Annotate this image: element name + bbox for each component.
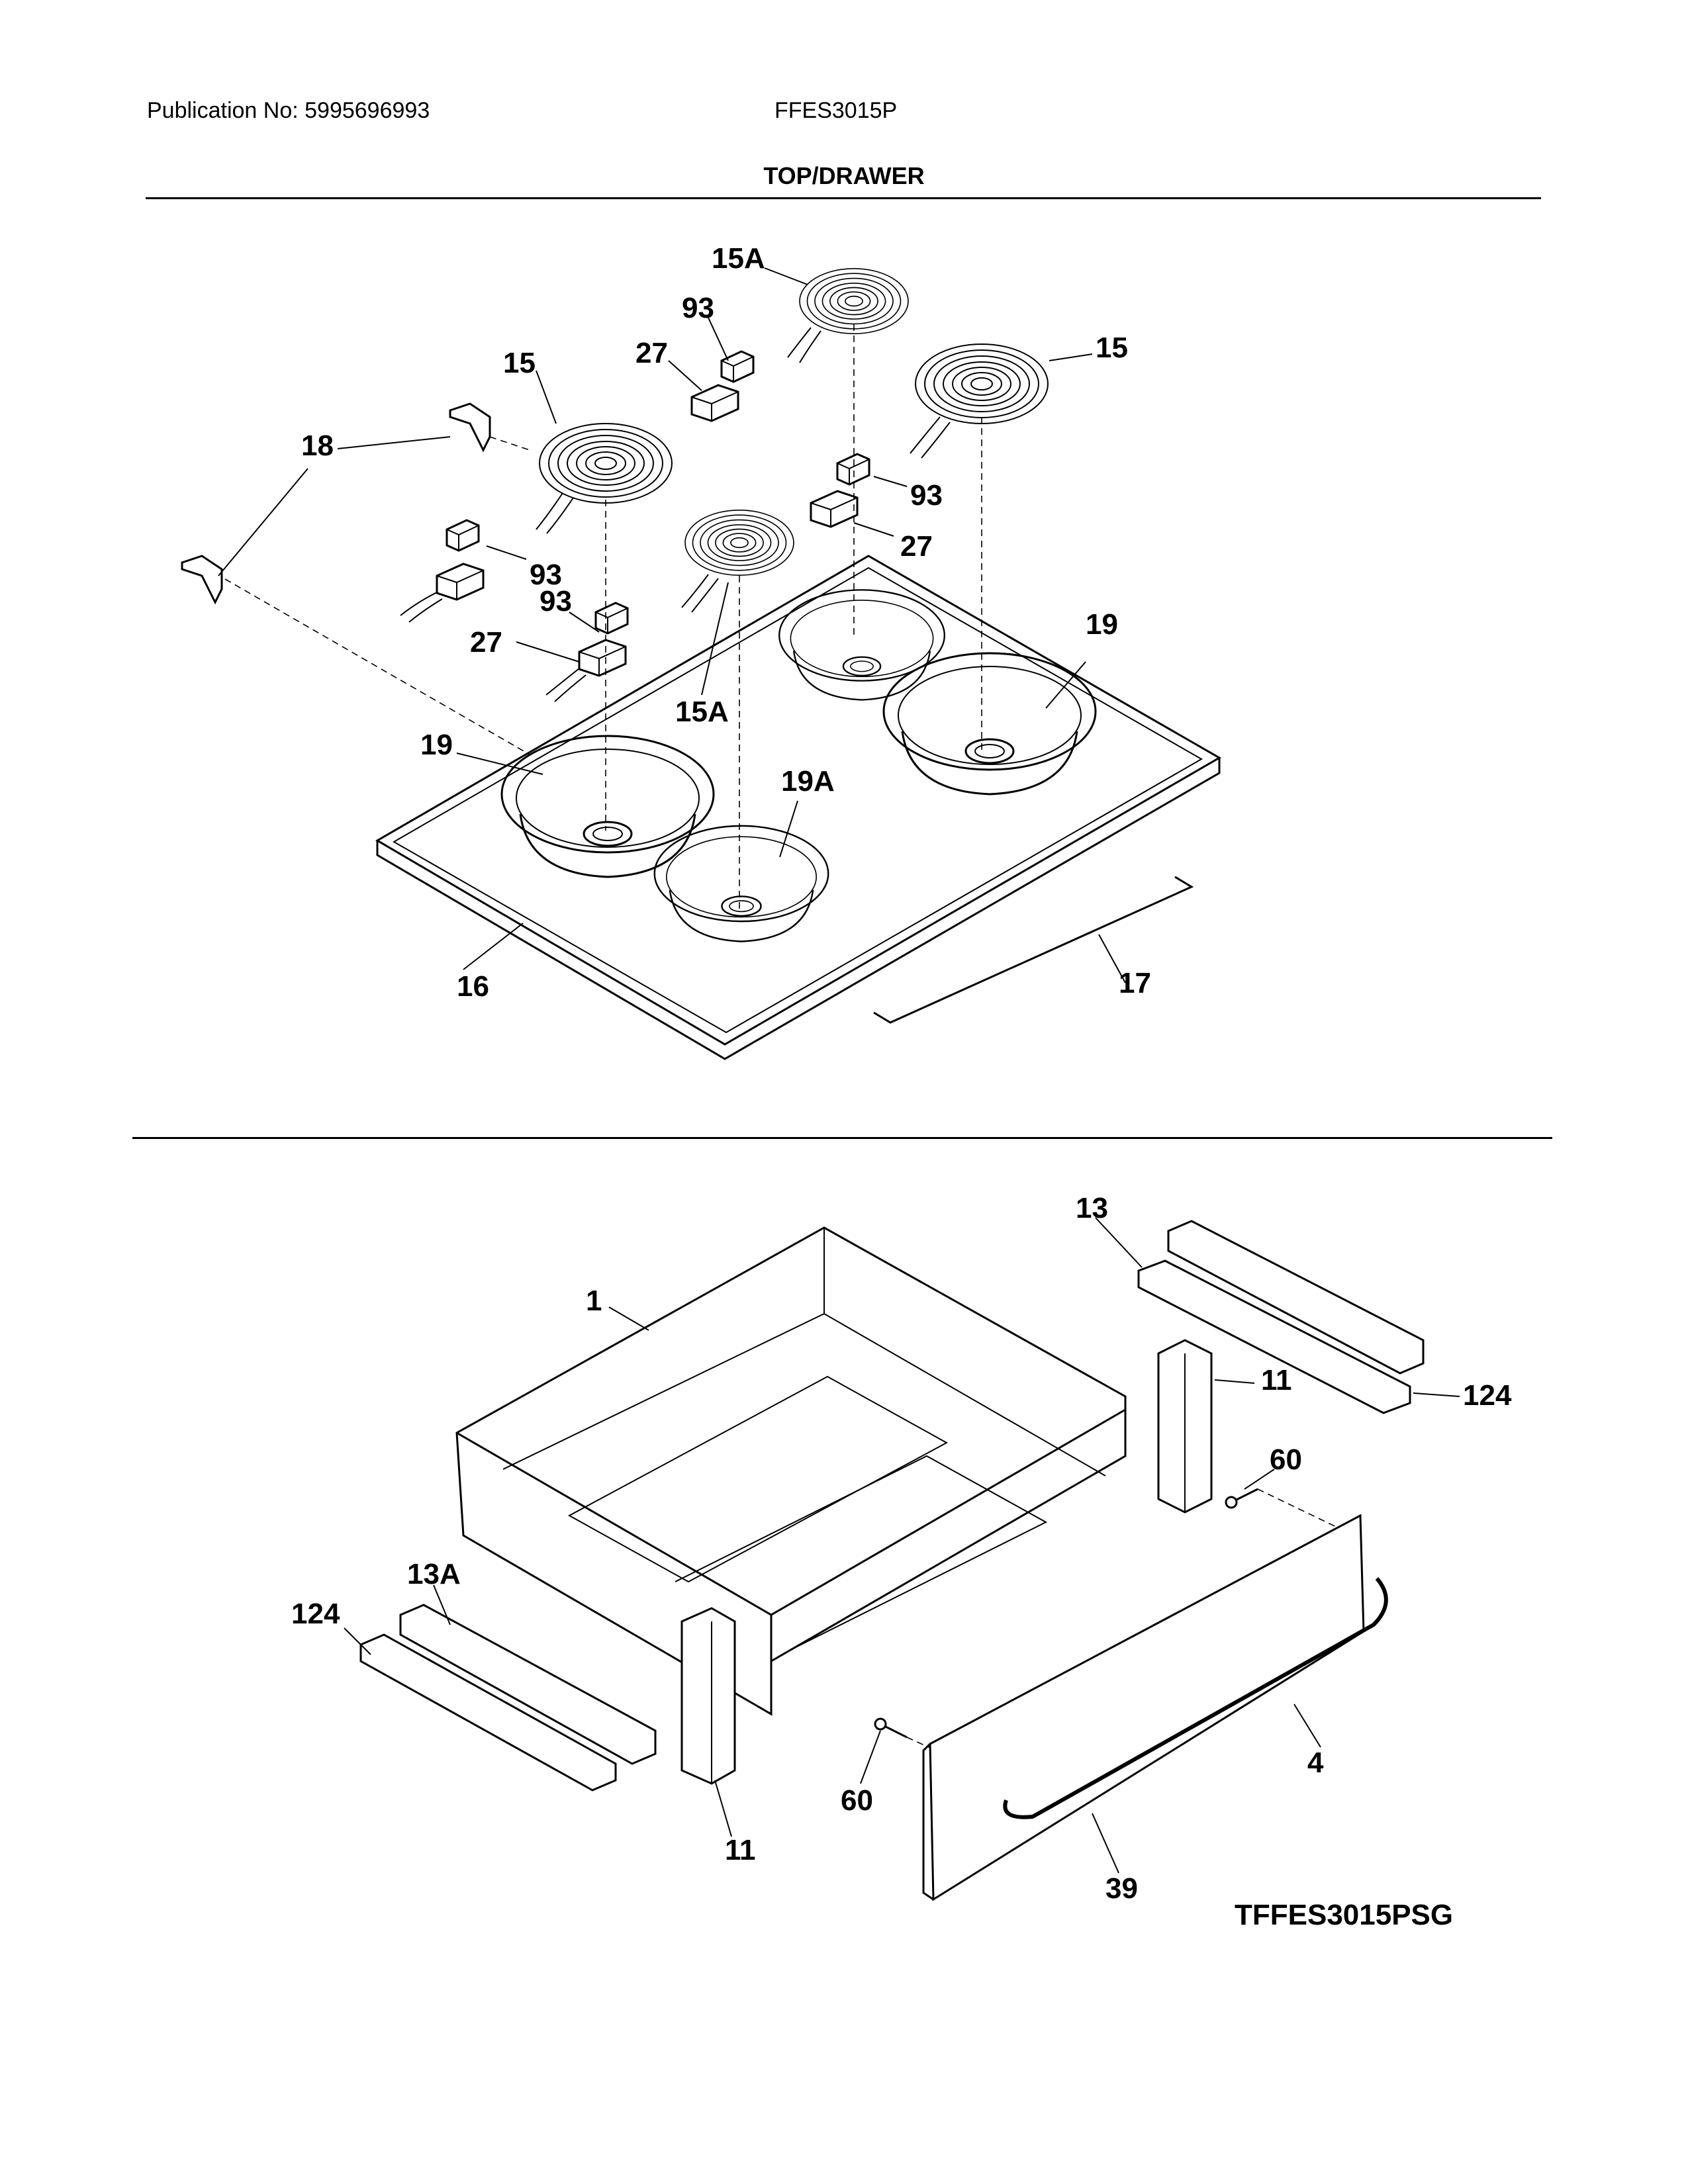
callout-13: 13 (1076, 1192, 1108, 1224)
callout-17: 17 (1119, 967, 1151, 999)
callout-4: 4 (1307, 1747, 1324, 1779)
callout-19a: 19A (781, 765, 835, 797)
receptacle-93-left (445, 519, 480, 552)
block-27-top (690, 384, 739, 422)
bracket-11-left (680, 1607, 736, 1785)
model-number: FFES3015P (774, 98, 898, 123)
callout-27-top: 27 (635, 337, 668, 369)
block-27-right (810, 490, 859, 528)
callout-15a-top: 15A (712, 242, 765, 275)
drawer-1 (455, 1226, 1127, 1716)
callout-60-left: 60 (841, 1784, 873, 1817)
callout-11-left: 11 (725, 1834, 756, 1866)
callout-19-left: 19 (420, 729, 453, 761)
receptacle-93-right (836, 453, 870, 486)
callout-93-top: 93 (682, 292, 714, 324)
header-rule (146, 197, 1541, 199)
callout-15-left: 15 (503, 347, 536, 379)
receptacle-93-mid (594, 602, 629, 635)
screw-60-left (874, 1717, 908, 1739)
callout-15a-bottom: 15A (675, 696, 729, 728)
drip-bowl-19-left (500, 735, 715, 878)
element-15-left (539, 423, 673, 504)
drip-bowl-19a-front (653, 825, 829, 942)
bracket-18-upper (449, 402, 491, 453)
drip-bowl-19-right (882, 652, 1097, 796)
trim-17 (873, 876, 1194, 1024)
bracket-18-lower (181, 555, 223, 605)
slide-13a-left (359, 1604, 657, 1792)
callout-16: 16 (457, 970, 489, 1003)
handle-39 (1003, 1577, 1388, 1819)
callout-39: 39 (1105, 1872, 1138, 1905)
callout-11-right: 11 (1261, 1364, 1292, 1396)
section-title: TOP/DRAWER (763, 162, 925, 189)
callout-1: 1 (586, 1285, 602, 1317)
block-27-mid (578, 639, 627, 677)
callout-93-right: 93 (910, 479, 943, 512)
callout-27-right: 27 (900, 530, 933, 563)
publication-number: Publication No: 5995696993 (147, 98, 430, 123)
element-15-right (915, 343, 1049, 424)
block-27-left (436, 563, 485, 601)
callout-27-left: 27 (470, 626, 502, 659)
element-15a-top (799, 267, 909, 335)
callout-124-left: 124 (291, 1598, 340, 1630)
callout-124-right: 124 (1463, 1379, 1512, 1412)
slide-13-right (1137, 1220, 1425, 1414)
element-15a-bottom (684, 509, 794, 576)
callout-13a: 13A (407, 1558, 461, 1590)
drawer-front-4 (922, 1514, 1365, 1901)
callout-93-mid: 93 (539, 585, 572, 617)
callout-60-right: 60 (1270, 1443, 1302, 1476)
diagram-code: TFFES3015PSG (1235, 1899, 1453, 1931)
section-divider (132, 1137, 1552, 1139)
callout-18: 18 (301, 430, 334, 462)
callout-15-right: 15 (1096, 332, 1128, 364)
bracket-11-right (1157, 1339, 1213, 1514)
screw-60-right (1225, 1488, 1258, 1509)
callout-93-left: 93 (530, 559, 562, 591)
callout-19-right: 19 (1086, 608, 1118, 641)
